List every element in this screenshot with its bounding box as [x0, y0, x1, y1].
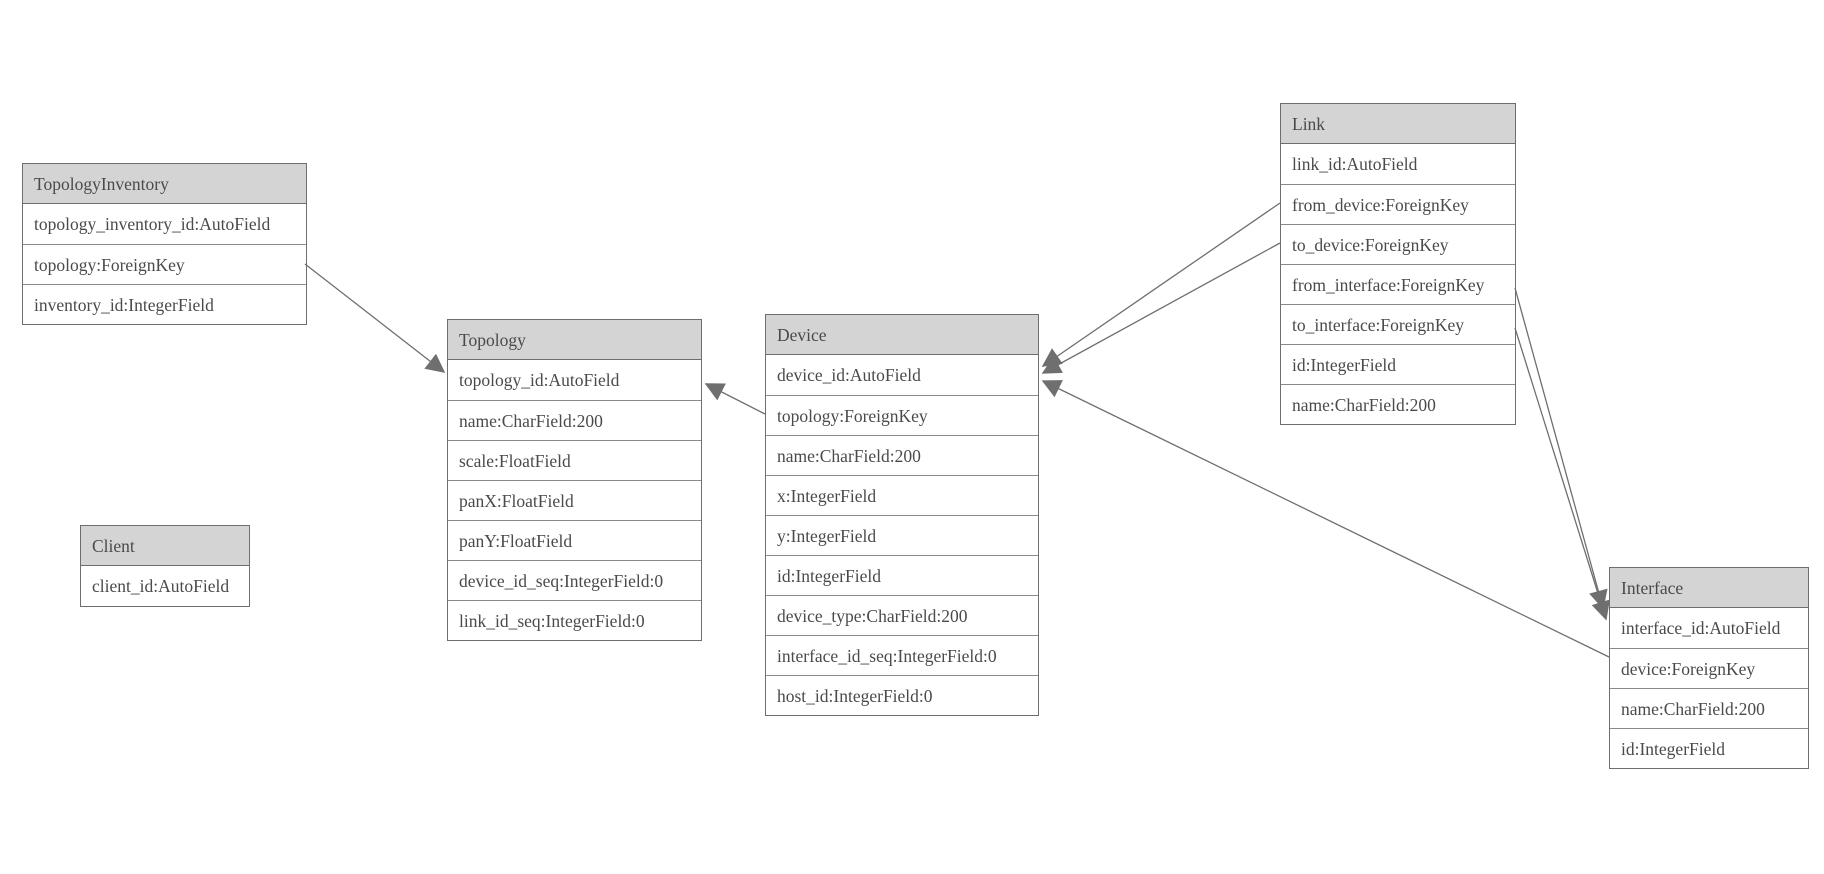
field-row: interface_id_seq:IntegerField:0	[766, 635, 1038, 675]
field-row: name:CharField:200	[1281, 384, 1515, 424]
field-row: device_id:AutoField	[777, 365, 921, 385]
field-row: client_id:AutoField	[92, 576, 230, 596]
field-row: x:IntegerField	[766, 475, 1038, 515]
field-row: from_interface:ForeignKey	[1281, 264, 1515, 304]
field-row: topology:ForeignKey	[766, 395, 1038, 435]
field-row: name:CharField:200	[766, 435, 1038, 475]
entity-topologyinventory: TopologyInventory topology_inventory_id:…	[22, 163, 307, 325]
field-row: to_interface:ForeignKey	[1281, 304, 1515, 344]
connector-link-to_interface-interface	[1514, 327, 1610, 621]
entity-interface: Interface interface_id:AutoField device:…	[1609, 567, 1809, 769]
field-row: id:IntegerField	[1610, 728, 1808, 768]
field-row: panY:FloatField	[448, 520, 701, 560]
field-row: name:CharField:200	[1610, 688, 1808, 728]
field-row: name:CharField:200	[448, 400, 701, 440]
entity-topology: Topology topology_id:AutoField name:Char…	[447, 319, 702, 641]
field-row: id:IntegerField	[766, 555, 1038, 595]
field-row: scale:FloatField	[448, 440, 701, 480]
field-row: inventory_id:IntegerField	[23, 284, 306, 324]
entity-topology-title: Topology	[448, 320, 701, 360]
entity-device-title: Device	[766, 315, 1038, 355]
entity-interface-title: Interface	[1610, 568, 1808, 608]
field-row: topology_inventory_id:AutoField	[34, 214, 271, 234]
field-row: link_id:AutoField	[1292, 154, 1418, 174]
field-row: id:IntegerField	[1281, 344, 1515, 384]
field-row: panX:FloatField	[448, 480, 701, 520]
entity-device: Device device_id:AutoField topology:Fore…	[765, 314, 1039, 716]
entity-topologyinventory-title: TopologyInventory	[23, 164, 306, 204]
entity-link: Link link_id:AutoField from_device:Forei…	[1280, 103, 1516, 425]
connector-link-to_device-device	[1041, 242, 1281, 374]
entity-link-title: Link	[1281, 104, 1515, 144]
connector-link-from_interface-interface	[1514, 287, 1608, 610]
field-row: link_id_seq:IntegerField:0	[448, 600, 701, 640]
field-row: from_device:ForeignKey	[1281, 184, 1515, 224]
field-row: to_device:ForeignKey	[1281, 224, 1515, 264]
connector-link-from_device-device	[1041, 202, 1281, 367]
entity-client: Client client_id:AutoField	[80, 525, 250, 607]
field-row: device_type:CharField:200	[766, 595, 1038, 635]
field-row: device:ForeignKey	[1610, 648, 1808, 688]
connector-device-topology	[704, 383, 766, 415]
field-row: interface_id:AutoField	[1621, 618, 1781, 638]
connector-topologyinventory-topology	[304, 263, 446, 373]
field-row: host_id:IntegerField:0	[766, 675, 1038, 715]
field-row: device_id_seq:IntegerField:0	[448, 560, 701, 600]
field-row: topology:ForeignKey	[23, 244, 306, 284]
entity-client-title: Client	[81, 526, 249, 566]
field-row: y:IntegerField	[766, 515, 1038, 555]
field-row: topology_id:AutoField	[459, 370, 620, 390]
